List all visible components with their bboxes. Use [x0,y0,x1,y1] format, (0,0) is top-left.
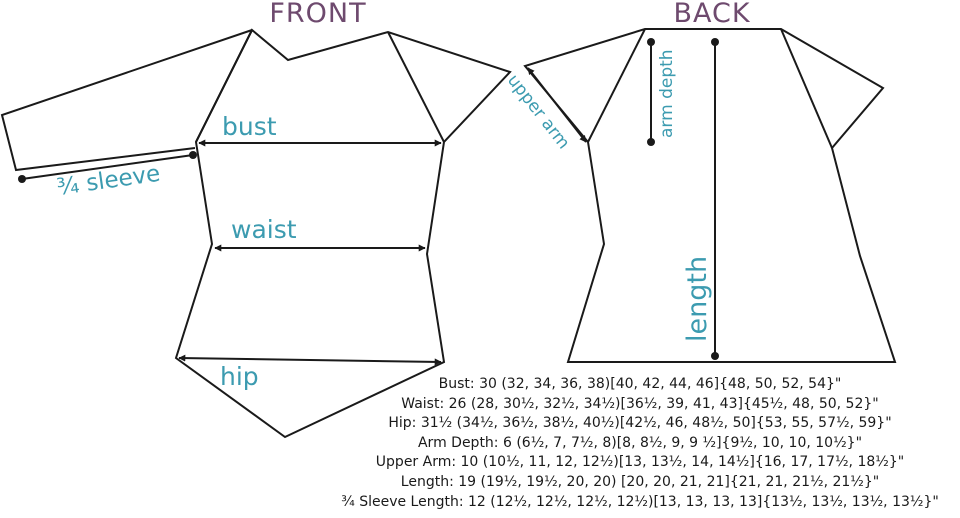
length-bottom-dot [711,352,719,360]
sleeve-label: ¾ sleeve [55,161,162,201]
front-sleeve-outline [0,29,253,172]
size-arm-depth: Arm Depth: 6 (6½, 7, 7½, 8)[8, 8½, 9, 9 … [417,434,863,451]
sleeve-start-dot [18,175,26,183]
arm-depth-label: arm depth [657,49,677,138]
size-upper-arm: Upper Arm: 10 (10½, 11, 12, 12½)[13, 13½… [375,454,905,471]
size-length: Length: 19 (19½, 19½, 20, 20) [20, 20, 2… [400,473,880,490]
size-waist: Waist: 26 (28, 30½, 32½, 34½)[36½, 39, 4… [401,395,879,412]
arm-depth-bottom-dot [647,138,655,146]
back-heading: BACK [673,0,750,29]
length-top-dot [711,38,719,46]
upper-arm-arrow [527,67,587,143]
sleeve-end-dot [189,151,197,159]
hip-label: hip [220,362,259,391]
sleeve-measure [18,151,197,183]
length-measure [711,38,719,360]
bust-label: bust [222,112,277,141]
arm-depth-top-dot [647,38,655,46]
size-measurements: Bust: 30 (32, 34, 36, 38)[40, 42, 44, 46… [340,375,940,512]
size-bust: Bust: 30 (32, 34, 36, 38)[40, 42, 44, 46… [438,376,842,392]
back-body-outline [523,28,897,363]
front-body-outline [174,28,512,439]
hip-arrow [178,354,442,366]
size-sleeve-length: ¾ Sleeve Length: 12 (12½, 12½, 12½, 12½)… [341,493,939,510]
front-heading: FRONT [269,0,366,29]
length-label: length [682,256,713,342]
arm-depth-measure [647,38,655,146]
size-hip: Hip: 31½ (34½, 36½, 38½, 40½)[42½, 46, 4… [388,415,892,432]
waist-label: waist [231,215,297,244]
